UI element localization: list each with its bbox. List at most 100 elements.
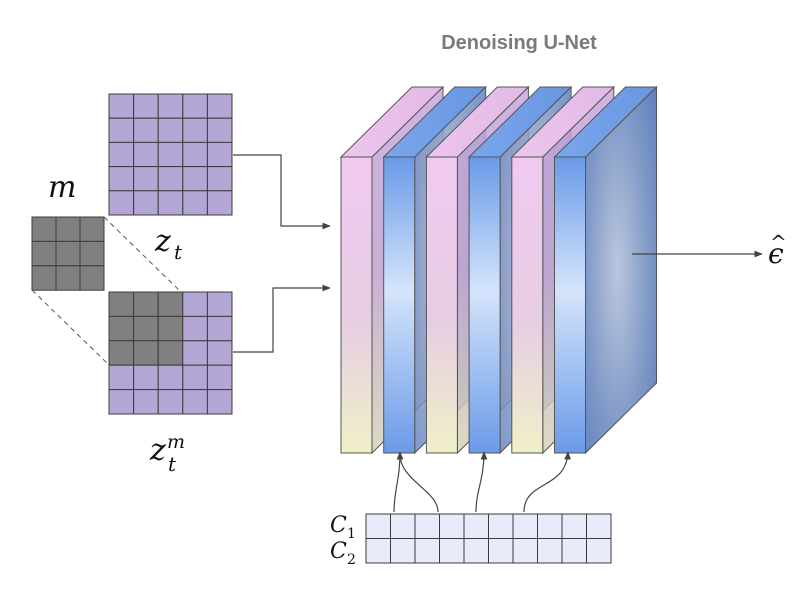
condition-cell <box>439 513 465 539</box>
masked-latent-cell <box>206 389 233 415</box>
condition-cell <box>512 538 538 564</box>
condition-cell <box>365 538 391 564</box>
latent-cell <box>133 117 159 143</box>
conditioning-grid <box>365 513 612 564</box>
mask-cell <box>55 216 81 242</box>
masked-latent-cell <box>133 389 159 415</box>
mask-cell <box>79 265 105 291</box>
masked-latent-cell <box>108 340 135 366</box>
masked-latent-cell <box>182 389 208 415</box>
latent-cell <box>108 93 135 119</box>
svg-text:C: C <box>330 539 347 564</box>
latent-cell <box>182 141 208 168</box>
masked-latent-cell <box>108 389 135 415</box>
latent-cell <box>206 190 233 216</box>
input-arrows <box>233 154 331 353</box>
masked-latent-cell <box>108 364 135 391</box>
latent-label: z t <box>154 224 183 264</box>
condition-arrows <box>393 451 571 513</box>
condition-cell <box>439 538 465 564</box>
mask-cell <box>55 265 81 291</box>
latent-cell <box>206 117 233 143</box>
masked-latent-label: z m t <box>149 431 185 476</box>
condition-cell <box>537 513 563 539</box>
masked-latent-cell <box>157 291 184 317</box>
masked-latent-cell <box>157 315 184 342</box>
latent-cell <box>206 93 233 119</box>
latent-cell <box>157 93 184 119</box>
svg-text:2: 2 <box>347 552 356 568</box>
mask-cell <box>55 240 81 267</box>
svg-text:z: z <box>154 224 171 259</box>
latent-cell <box>157 190 184 216</box>
condition-label-2: C 2 <box>330 539 356 568</box>
mask-cell <box>79 240 105 267</box>
latent-cell <box>108 166 135 192</box>
masked-latent-cell <box>182 291 208 317</box>
masked-latent-cell <box>133 340 159 366</box>
svg-text:1: 1 <box>347 526 356 542</box>
latent-cell <box>133 190 159 216</box>
latent-cell <box>108 117 135 143</box>
latent-cell <box>157 117 184 143</box>
masked-latent-cell <box>157 389 184 415</box>
condition-cell <box>512 513 538 539</box>
mask-cell <box>31 265 57 291</box>
condition-cell <box>537 538 563 564</box>
condition-cell <box>463 538 489 564</box>
masked-latent-cell <box>206 340 233 366</box>
masked-latent-cell <box>157 340 184 366</box>
latent-cell <box>182 117 208 143</box>
svg-text:z: z <box>149 433 166 468</box>
latent-cell <box>133 166 159 192</box>
masked-latent-cell <box>182 364 208 391</box>
condition-cell <box>390 538 416 564</box>
svg-text:t: t <box>174 240 183 264</box>
masked-latent-cell <box>133 291 159 317</box>
masked-latent-grid <box>108 291 233 415</box>
title: Denoising U-Net <box>441 32 597 54</box>
condition-cell <box>390 513 416 539</box>
masked-latent-cell <box>182 340 208 366</box>
condition-cell <box>586 513 612 539</box>
svg-text:m: m <box>167 431 185 453</box>
svg-text:^: ^ <box>770 230 787 254</box>
masked-latent-cell <box>157 364 184 391</box>
svg-text:ϵ: ϵ <box>768 237 784 270</box>
condition-cell <box>365 513 391 539</box>
latent-cell <box>108 141 135 168</box>
latent-cell <box>182 166 208 192</box>
condition-cell <box>561 513 587 539</box>
latent-cell <box>108 190 135 216</box>
mask-grid <box>31 216 105 291</box>
condition-cell <box>463 513 489 539</box>
mask-cell <box>31 240 57 267</box>
latent-cell <box>206 166 233 192</box>
latent-cell <box>157 141 184 168</box>
masked-latent-cell <box>182 315 208 342</box>
condition-cell <box>488 538 514 564</box>
output-label: ϵ ^ <box>768 230 787 270</box>
denoising-unet <box>339 85 658 455</box>
masked-latent-cell <box>133 364 159 391</box>
masked-latent-cell <box>108 315 135 342</box>
masked-latent-cell <box>206 291 233 317</box>
latent-grid <box>108 93 233 216</box>
latent-cell <box>206 141 233 168</box>
masked-latent-cell <box>206 364 233 391</box>
condition-label-1: C 1 <box>330 513 356 542</box>
svg-text:C: C <box>330 513 347 538</box>
latent-cell <box>182 190 208 216</box>
mask-label: m <box>48 170 76 205</box>
condition-cell <box>561 538 587 564</box>
unet-layer-blue <box>553 85 658 455</box>
svg-text:t: t <box>168 452 177 476</box>
condition-cell <box>488 513 514 539</box>
masked-latent-cell <box>133 315 159 342</box>
masked-latent-cell <box>206 315 233 342</box>
mask-cell <box>31 216 57 242</box>
latent-cell <box>157 166 184 192</box>
masked-latent-cell <box>108 291 135 317</box>
mask-cell <box>79 216 105 242</box>
